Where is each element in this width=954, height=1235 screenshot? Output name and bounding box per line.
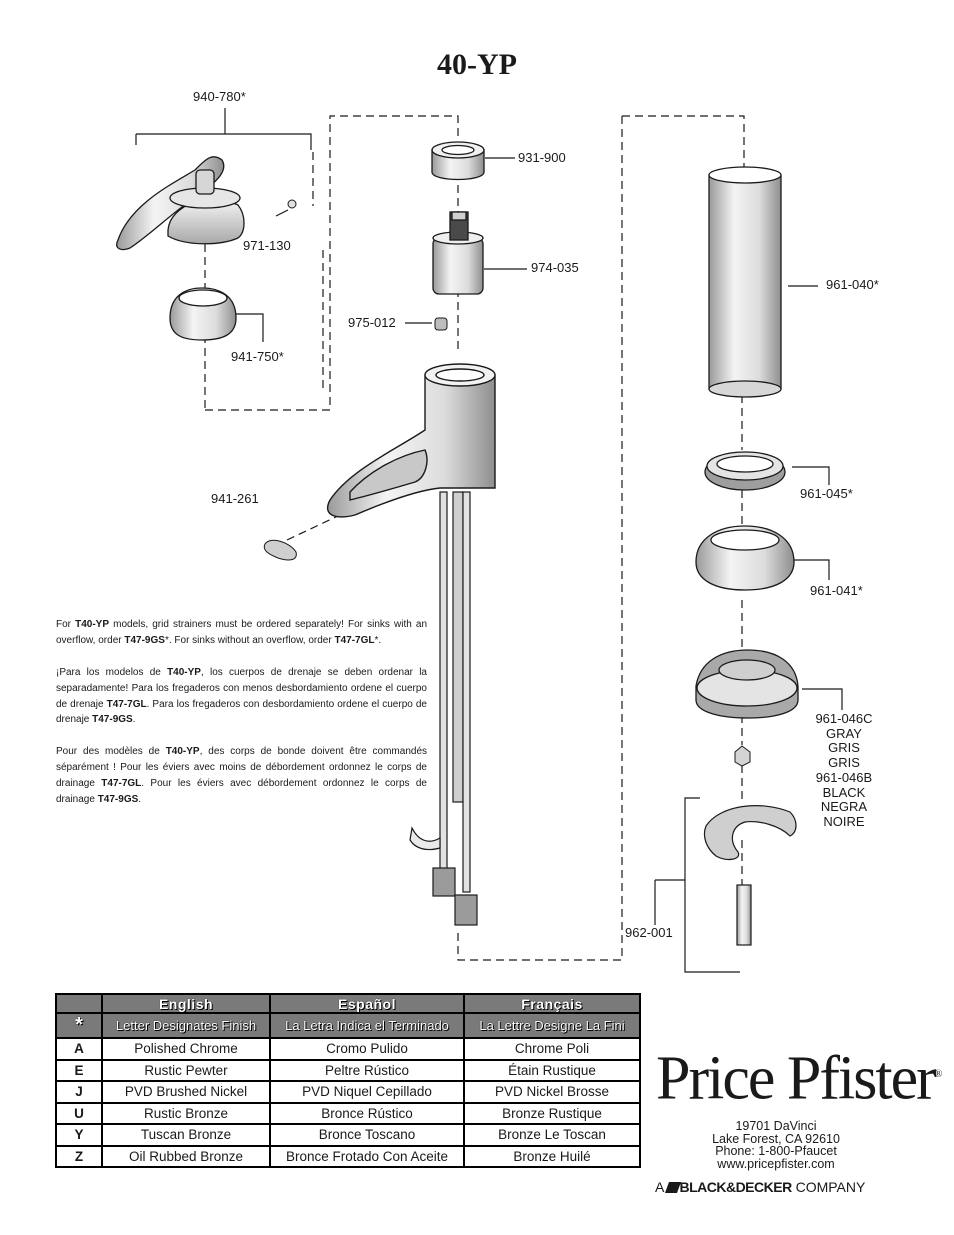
finish-english: PVD Brushed Nickel <box>101 1080 271 1104</box>
escutcheon-961-041 <box>695 525 795 591</box>
black-decker-brand: BLACK&DECKER <box>679 1179 792 1195</box>
part-label-941-750: 941-750* <box>231 349 284 364</box>
finish-code: J <box>55 1080 103 1104</box>
parent-company-tagline: A BLACK&DECKER COMPANY <box>655 1179 866 1195</box>
finish-english: Rustic Bronze <box>101 1101 271 1125</box>
part-label-961-041: 961-041* <box>810 583 863 598</box>
address-line: Lake Forest, CA 92610 <box>712 1131 840 1146</box>
finish-spanish: Bronce Rústico <box>269 1101 465 1125</box>
faucet-body <box>327 363 496 518</box>
part-label-line: GRIS <box>828 740 860 756</box>
finish-french: Bronze Rustique <box>463 1101 641 1125</box>
finish-code: Y <box>55 1123 103 1147</box>
part-label-line: NOIRE <box>823 813 865 829</box>
model-title: 40-YP <box>437 48 517 81</box>
oring-975-012 <box>434 317 448 331</box>
finish-french: Chrome Poli <box>463 1037 641 1061</box>
part-label-961-040: 961-040* <box>826 277 879 292</box>
leader-lines <box>135 108 843 973</box>
header-spanish: Español <box>269 993 465 1014</box>
part-label-931-900: 931-900 <box>518 150 566 165</box>
bonnet-nut-931-900 <box>431 141 485 181</box>
part-label-962-001: 962-001 <box>625 925 673 940</box>
note-spanish: ¡Para los modelos de T40-YP, los cuerpos… <box>56 666 427 726</box>
address-line: www.pricepfister.com <box>717 1156 835 1171</box>
part-label-line: 961-046B <box>815 769 873 785</box>
finish-english: Oil Rubbed Bronze <box>101 1144 271 1168</box>
finish-french: PVD Nickel Brosse <box>463 1080 641 1104</box>
finish-english: Polished Chrome <box>101 1037 271 1061</box>
address-line: Phone: 1-800-Pfaucet <box>715 1144 837 1158</box>
part-label-961-045: 961-045* <box>800 486 853 501</box>
finish-code: U <box>55 1101 103 1125</box>
legend-french: La Lettre Designe La Fini <box>463 1012 641 1039</box>
note-french: Pour des modèles de T40-YP, des corps de… <box>56 746 428 805</box>
finish-english: Tuscan Bronze <box>101 1123 271 1147</box>
base-961-046 <box>695 649 799 719</box>
finish-french: Bronze Le Toscan <box>463 1123 641 1147</box>
header-blank-cell <box>55 993 103 1014</box>
screw-971-130 <box>287 199 297 209</box>
cartridge-974-035 <box>432 211 484 295</box>
part-label-line: BLACK <box>822 784 866 800</box>
part-label-974-035: 974-035 <box>531 260 579 275</box>
finish-french: Étain Rustique <box>463 1058 641 1082</box>
cap-941-750 <box>169 287 237 341</box>
table-legend-row: * Letter Designates Finish La Letra Indi… <box>55 1012 641 1039</box>
part-label-line: GRIS <box>828 755 860 771</box>
finish-code: A <box>55 1037 103 1061</box>
mounting-plate-962-001 <box>703 805 797 946</box>
header-english: English <box>101 993 271 1014</box>
finish-spanish: Bronce Toscano <box>269 1123 465 1147</box>
header-french: Français <box>463 993 641 1014</box>
table-row: Y Tuscan Bronze Bronce Toscano Bronze Le… <box>55 1123 641 1147</box>
finish-table: English Español Français * Letter Design… <box>55 993 641 1168</box>
address-line: 19701 DaVinci <box>735 1119 817 1133</box>
asterisk-icon: * <box>55 1012 103 1039</box>
handle-part <box>116 156 245 251</box>
ordering-notes: For T40-YP models, grid strainers must b… <box>56 617 427 824</box>
legend-english: Letter Designates Finish <box>101 1012 271 1039</box>
finish-english: Rustic Pewter <box>101 1058 271 1082</box>
table-row: A Polished Chrome Cromo Pulido Chrome Po… <box>55 1037 641 1061</box>
legend-spanish: La Letra Indica el Terminado <box>269 1012 465 1039</box>
deck-tube-961-040 <box>708 166 782 398</box>
table-header-row: English Español Français <box>55 993 641 1014</box>
finish-spanish: Bronce Frotado Con Aceite <box>269 1144 465 1168</box>
part-label-line: 961-046C <box>815 711 873 726</box>
spout-insert-941-261 <box>263 539 297 561</box>
table-row: U Rustic Bronze Bronce Rústico Bronze Ru… <box>55 1101 641 1125</box>
table-row: Z Oil Rubbed Bronze Bronce Frotado Con A… <box>55 1144 641 1168</box>
table-row: E Rustic Pewter Peltre Rústico Étain Rus… <box>55 1058 641 1082</box>
supply-lines <box>409 491 478 926</box>
part-label-971-130: 971-130 <box>243 238 291 253</box>
company-address: 19701 DaVinci Lake Forest, CA 92610 Phon… <box>676 1120 876 1170</box>
part-label-line: GRAY <box>826 725 862 741</box>
finish-spanish: PVD Niquel Cepillado <box>269 1080 465 1104</box>
part-label-line: NEGRA <box>820 799 868 815</box>
washer-961-045 <box>704 451 786 491</box>
finish-code: E <box>55 1058 103 1082</box>
finish-spanish: Peltre Rústico <box>269 1058 465 1082</box>
finish-code: Z <box>55 1144 103 1168</box>
finish-french: Bronze Huilé <box>463 1144 641 1168</box>
finish-spanish: Cromo Pulido <box>269 1037 465 1061</box>
part-label-961-046: 961-046C GRAY GRIS GRIS 961-046B BLACK N… <box>794 711 894 830</box>
price-pfister-logo: Price Pfister® <box>656 1044 942 1113</box>
part-label-975-012: 975-012 <box>348 315 396 330</box>
table-row: J PVD Brushed Nickel PVD Niquel Cepillad… <box>55 1080 641 1104</box>
part-label-941-261: 941-261 <box>211 491 259 506</box>
part-label-940-780: 940-780* <box>193 89 246 104</box>
note-english: For T40-YP models, grid strainers must b… <box>56 619 428 646</box>
nut <box>734 745 751 767</box>
